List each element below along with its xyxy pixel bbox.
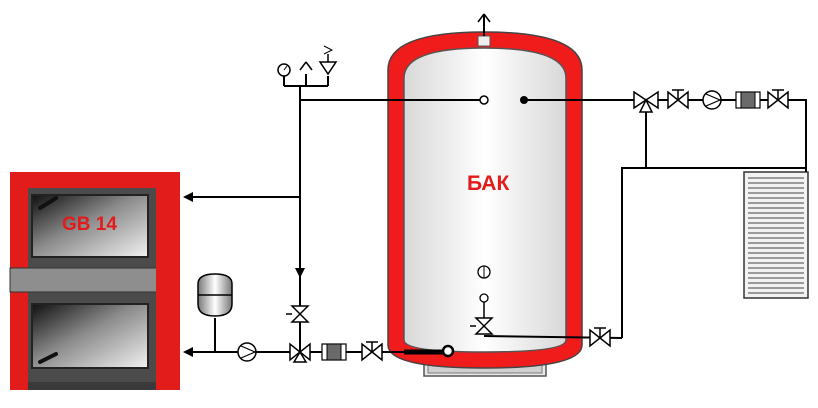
filter-icon <box>321 343 347 361</box>
storage-tank <box>387 31 583 377</box>
expansion-vessel-icon <box>197 273 233 317</box>
tank-top-port <box>477 35 491 47</box>
ball-valve-icon <box>286 305 310 323</box>
thermometer-icon <box>479 293 489 318</box>
boiler-upper-handle <box>38 196 58 210</box>
tank-outlet-port <box>520 96 528 104</box>
pump-icon <box>702 90 722 110</box>
boiler-upper-door <box>31 194 149 258</box>
gauge-icon <box>277 63 291 77</box>
boiler-middle-band <box>9 267 163 293</box>
ball-valve-icon <box>667 89 689 110</box>
arrow-return-to-boiler <box>183 347 193 357</box>
vent-arrow-icon <box>299 61 313 71</box>
boiler-lower-handle <box>38 352 58 364</box>
tank-sensor-top <box>479 95 489 105</box>
thermometer-icon <box>477 265 491 279</box>
pump-icon <box>237 342 257 362</box>
arrow-riser-down <box>295 268 305 278</box>
boiler <box>9 172 180 390</box>
boiler-red-side <box>156 172 180 390</box>
arrow-supply-to-boiler <box>183 192 193 202</box>
safety-valve-icon <box>318 45 338 76</box>
filter-icon <box>735 91 761 109</box>
three-way-valve-icon <box>289 342 311 363</box>
ball-valve-icon <box>589 327 611 348</box>
three-way-valve-icon <box>633 90 659 113</box>
radiator <box>743 171 809 299</box>
pipe-radiator-supply <box>654 99 807 172</box>
pipes <box>190 14 807 353</box>
ball-valve-icon <box>767 89 789 110</box>
tank-bottom-port <box>441 344 455 358</box>
air-vent-icon <box>477 13 491 23</box>
boiler-base <box>28 382 156 390</box>
tank-label: БАК <box>467 172 510 195</box>
boiler-label: GB 14 <box>62 214 117 235</box>
tank-body <box>403 47 567 353</box>
ball-valve-icon <box>470 317 494 335</box>
pipe-bypass <box>621 108 647 338</box>
ball-valve-icon <box>361 341 383 362</box>
